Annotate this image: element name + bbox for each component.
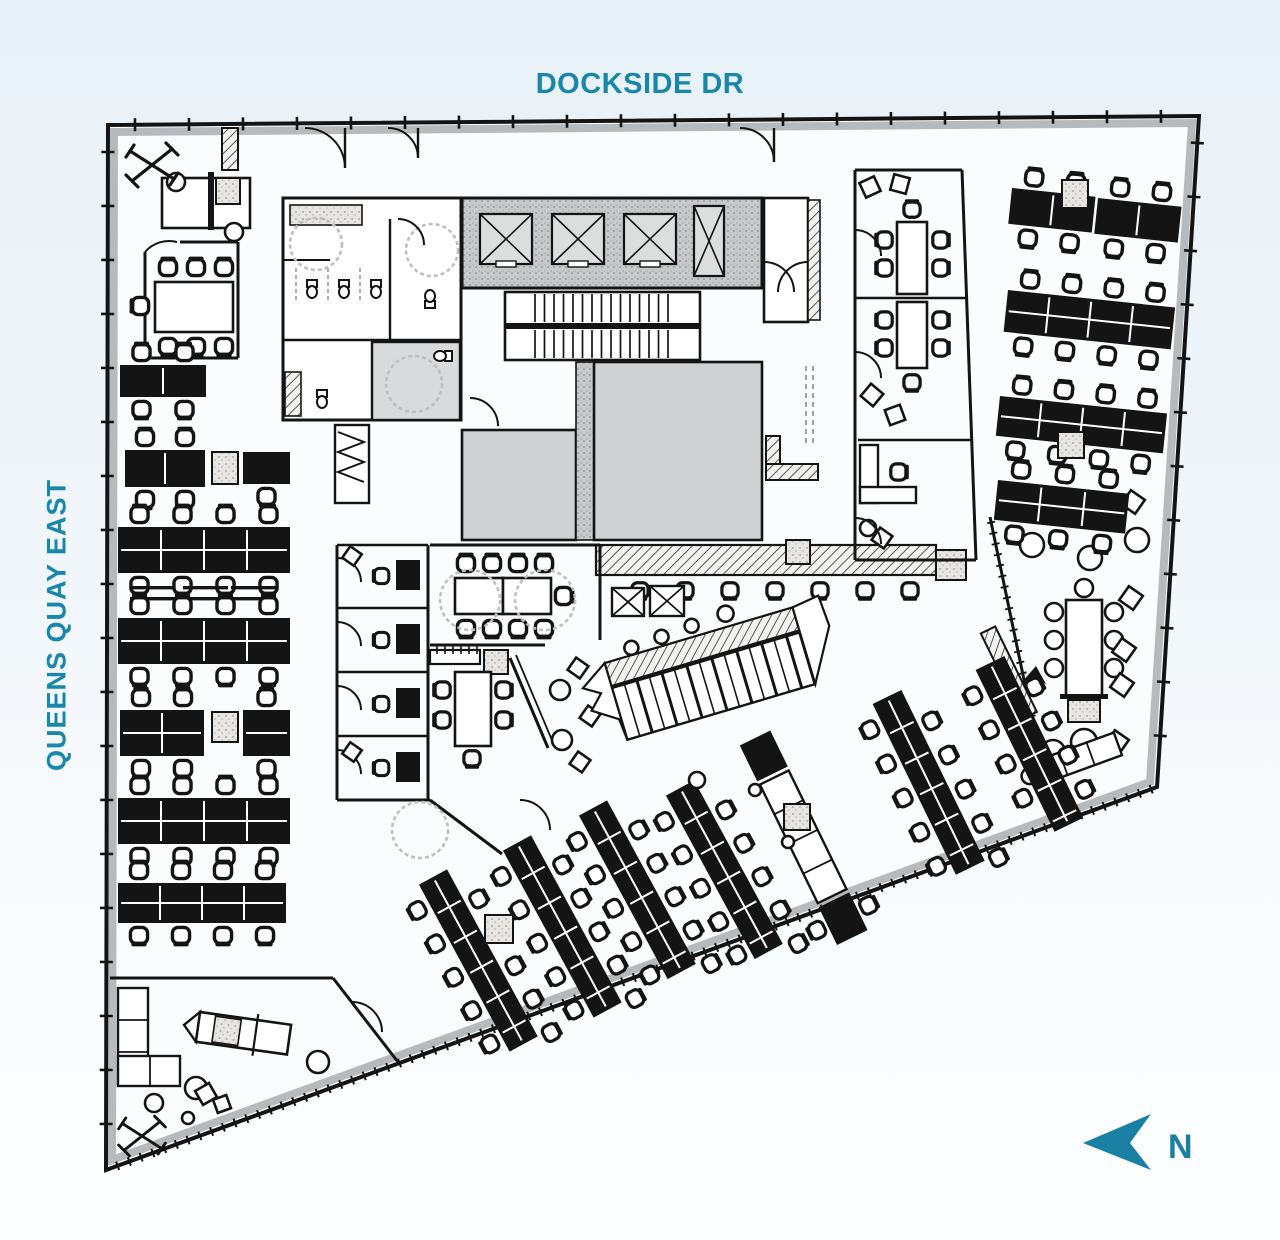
building-perimeter-walls [99,109,1204,1173]
desk-cluster [118,501,290,599]
desk-cluster [1003,266,1176,374]
desk-cluster [120,339,206,423]
street-label-dockside: DOCKSIDE DR [535,68,745,100]
desk-cluster [243,452,290,510]
desk-cluster-diagonal [650,780,813,969]
desk-cluster [243,684,290,782]
desk-cluster [118,772,290,870]
elevator-core [460,196,967,618]
desk-cluster [118,857,286,949]
north-compass: N [1083,1114,1193,1170]
desk-cluster-diagonal [855,689,1013,880]
desk-cluster [1094,174,1182,267]
desk-clusters [118,164,1182,1058]
desk-cluster-diagonal [958,655,1099,832]
desk-cluster-diagonal [563,800,726,989]
massage-table [182,1009,293,1056]
desk-cluster [125,424,205,513]
desk-cluster [118,592,290,690]
north-arrow-icon [1083,1114,1151,1170]
bleacher-seating [580,594,831,742]
desk-cluster-diagonal [403,869,566,1058]
desk-cluster-diagonal [487,835,650,1024]
desk-cluster [995,372,1168,478]
furniture-misc [484,770,811,944]
interior-rooms [110,141,1151,1158]
desk-cluster [120,684,204,782]
north-label: N [1168,1128,1193,1166]
desk-cluster [993,456,1130,558]
